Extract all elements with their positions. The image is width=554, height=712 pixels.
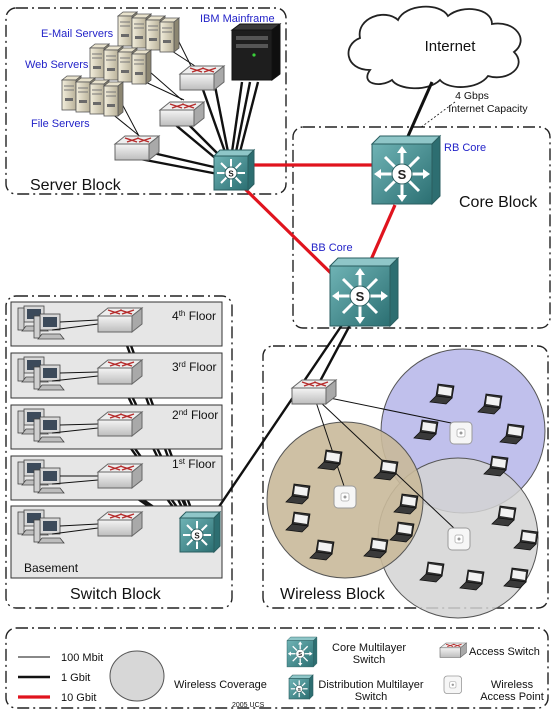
legend-distribution-label-1: Distribution Multilayer: [318, 679, 423, 691]
server-distribution-switch[interactable]: [213, 149, 255, 191]
capacity-pointer: [419, 101, 456, 129]
wireless-block-title: Wireless Block: [280, 586, 386, 603]
bb-core-label: BB Core: [311, 242, 353, 254]
file-servers-label: File Servers: [31, 118, 90, 130]
internet-label: Internet: [425, 38, 477, 55]
legend-core-label-2: Switch: [353, 654, 385, 666]
legend-access-label: Access Switch: [469, 646, 540, 658]
legend-distribution-label-2: Switch: [355, 691, 387, 703]
legend-100mbit-label: 100 Mbit: [61, 652, 103, 664]
email-servers[interactable]: [117, 11, 180, 53]
floor-4-row: [17, 305, 143, 340]
internet-uplink: [403, 81, 434, 144]
legend: 100 Mbit 1 Gbit 10 Gbit Wireless Coverag…: [18, 636, 544, 709]
server-access-switch-2[interactable]: [159, 101, 205, 127]
legend-coverage-swatch: [109, 650, 165, 702]
floor-2-row: [17, 408, 143, 443]
floor-1-label: 1st Floor: [172, 457, 216, 471]
server-block-title: Server Block: [30, 177, 122, 194]
internet-cloud: [347, 5, 522, 90]
basement-row: [17, 509, 143, 544]
switch-block-distribution-switch[interactable]: [179, 511, 221, 553]
server-access-switch-3[interactable]: [114, 135, 160, 161]
wireless-access-switch[interactable]: [291, 379, 337, 405]
floor-2-access-switch[interactable]: [97, 411, 143, 437]
legend-1gbit-label: 1 Gbit: [61, 672, 90, 684]
floor-4-label: 4th Floor: [172, 309, 216, 323]
access-point-2[interactable]: [333, 485, 357, 509]
core-block-title: Core Block: [459, 194, 538, 211]
rb-core-switch[interactable]: [370, 134, 442, 206]
legend-ap-label-2: Access Point: [480, 691, 544, 703]
switch-block-outline: [5, 295, 233, 609]
file-servers[interactable]: [61, 75, 124, 117]
legend-distribution-icon: [288, 674, 314, 700]
access-point-1[interactable]: [449, 421, 473, 445]
server-access-switch-1[interactable]: [179, 65, 225, 91]
floor-2-label: 2nd Floor: [172, 408, 218, 422]
floor-4-access-switch[interactable]: [97, 307, 143, 333]
basement-label: Basement: [24, 561, 79, 575]
web-servers[interactable]: [89, 43, 152, 85]
ibm-mainframe-label: IBM Mainframe: [200, 13, 275, 25]
wireless-block-outline: [262, 345, 549, 609]
bb-core-switch[interactable]: [328, 256, 400, 328]
rb-core-label: RB Core: [444, 142, 486, 154]
web-servers-label: Web Servers: [25, 59, 89, 71]
legend-ap-label-1: Wireless: [491, 679, 534, 691]
server-block-outline: [5, 7, 287, 195]
legend-ap-icon: [443, 675, 463, 694]
access-point-3[interactable]: [447, 527, 471, 551]
email-servers-label: E-Mail Servers: [41, 28, 114, 40]
credit-text: 2005 UCS: [232, 702, 265, 709]
legend-access-icon: [439, 642, 467, 658]
link-dist-bbcore: [236, 180, 342, 284]
legend-coverage-label: Wireless Coverage: [174, 679, 267, 691]
floor-3-row: [17, 356, 143, 391]
ibm-mainframe[interactable]: [230, 23, 282, 81]
internet-capacity-line2: Internet Capacity: [448, 103, 528, 115]
legend-outline: [5, 627, 549, 709]
floor-1-row: [17, 459, 143, 494]
floor-3-label: 3rd Floor: [172, 360, 217, 374]
basement-access-switch[interactable]: [97, 511, 143, 537]
legend-core-label-1: Core Multilayer: [332, 642, 406, 654]
internet-capacity-line1: 4 Gbps: [455, 90, 489, 102]
switch-block-title: Switch Block: [70, 586, 162, 603]
legend-10gbit-label: 10 Gbit: [61, 692, 96, 704]
floor-3-access-switch[interactable]: [97, 359, 143, 385]
floor-1-access-switch[interactable]: [97, 463, 143, 489]
legend-core-icon: [286, 636, 318, 668]
link-rbcore-bbcore: [368, 204, 397, 263]
